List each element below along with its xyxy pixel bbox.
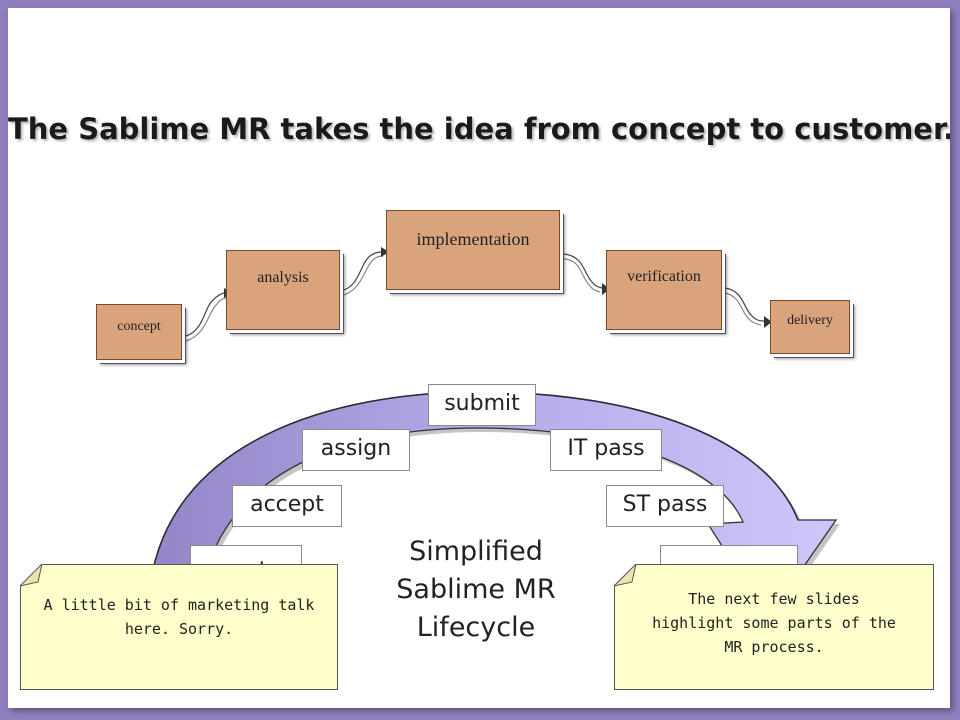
slide: The Sablime MR takes the idea from conce… <box>8 8 950 708</box>
stage-delivery-label: delivery <box>787 313 833 328</box>
stage-implementation-label: implementation <box>416 229 530 249</box>
stage-verification: verification <box>606 250 722 330</box>
lifecycle-st-pass: ST pass <box>606 485 724 527</box>
stage-delivery: delivery <box>770 300 850 354</box>
note-right-corner-fold <box>614 564 637 587</box>
note-right-line-1: The next few slides <box>688 590 860 608</box>
stage-concept-label: concept <box>117 319 161 334</box>
note-right-line-3: MR process. <box>724 638 824 656</box>
note-right-line-2: highlight some parts of the <box>652 614 896 632</box>
center-label-line-3: Lifecycle <box>416 612 536 643</box>
note-left: A little bit of marketing talk here. Sor… <box>20 564 338 690</box>
lifecycle-accept: accept <box>232 485 342 527</box>
lifecycle-assign: assign <box>302 429 410 471</box>
slide-title: The Sablime MR takes the idea from conce… <box>8 112 950 146</box>
connector-implementation-verification <box>563 253 603 289</box>
note-left-corner-fold <box>20 564 43 587</box>
lifecycle-submit: submit <box>428 384 536 426</box>
connector-concept-analysis <box>185 292 225 337</box>
note-left-line-1: A little bit of marketing talk <box>43 596 315 614</box>
stage-concept: concept <box>96 304 182 360</box>
lifecycle-it-pass: IT pass <box>550 429 662 471</box>
note-right-text: The next few slides highlight some parts… <box>623 587 925 659</box>
note-right: The next few slides highlight some parts… <box>614 564 934 690</box>
center-label-line-1: Simplified <box>409 536 543 567</box>
lifecycle-center-label: Simplified Sablime MR Lifecycle <box>358 533 594 647</box>
connector-verification-delivery <box>724 287 765 322</box>
connector-analysis-implementation <box>343 251 382 291</box>
stage-verification-label: verification <box>627 268 701 285</box>
stage-analysis-label: analysis <box>257 269 309 286</box>
note-left-text: A little bit of marketing talk here. Sor… <box>29 593 329 641</box>
center-label-line-2: Sablime MR <box>396 574 556 605</box>
flow-connectors <box>185 251 765 342</box>
stage-analysis: analysis <box>226 250 340 330</box>
stage-implementation: implementation <box>386 210 560 290</box>
note-left-line-2: here. Sorry. <box>124 620 234 638</box>
